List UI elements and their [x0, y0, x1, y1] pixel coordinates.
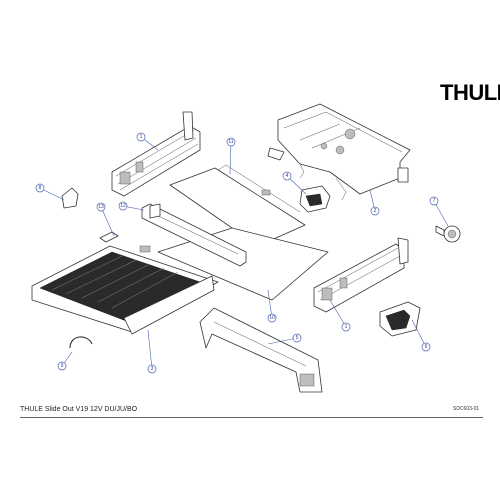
callout-8: 8 [35, 183, 45, 193]
svg-text:1: 1 [140, 134, 143, 140]
svg-text:5: 5 [296, 335, 299, 341]
callout-10: 10 [267, 313, 277, 323]
svg-text:12: 12 [120, 203, 126, 209]
callout-1-top: 1 [136, 132, 146, 142]
svg-text:3: 3 [151, 366, 154, 372]
callout-5: 5 [292, 333, 302, 343]
callout-2: 2 [370, 206, 380, 216]
small-bracket [61, 187, 79, 209]
svg-text:1: 1 [345, 324, 348, 330]
leader-lines [39, 136, 449, 370]
svg-text:2: 2 [374, 208, 377, 214]
cable-clip [69, 336, 93, 349]
diagram-caption: THULE Slide Out V19 12V DU/JU/BO [20, 406, 138, 413]
slide-rail-right [313, 237, 409, 313]
front-cover [199, 307, 323, 393]
panel-sheet-upper [169, 164, 306, 247]
callout-3: 3 [147, 364, 157, 374]
callout-9: 9 [57, 361, 67, 371]
callout-13: 13 [96, 202, 106, 212]
svg-text:8: 8 [39, 185, 42, 191]
svg-text:13: 13 [98, 204, 104, 210]
actuator-bracket [299, 185, 331, 213]
step-frame [141, 203, 247, 267]
callout-1-right: 1 [341, 322, 351, 332]
svg-text:6: 6 [425, 344, 428, 350]
callout-11: 11 [226, 137, 236, 147]
svg-text:10: 10 [269, 315, 275, 321]
callout-6: 6 [421, 342, 431, 352]
motor-unit [379, 301, 421, 337]
svg-text:9: 9 [61, 363, 64, 369]
callout-12: 12 [118, 201, 128, 211]
slide-rail-left [111, 111, 201, 197]
svg-text:11: 11 [228, 139, 233, 145]
document-code: SDC603-01 [453, 406, 480, 412]
connector-part [435, 225, 461, 243]
thule-logo: THULE [440, 80, 500, 105]
footer-divider [20, 417, 483, 418]
mounting-frame-top [267, 103, 411, 201]
callout-4: 4 [282, 171, 292, 181]
svg-text:7: 7 [433, 198, 436, 204]
step-platform [31, 231, 219, 335]
svg-text:4: 4 [286, 173, 289, 179]
callout-7: 7 [429, 196, 439, 206]
